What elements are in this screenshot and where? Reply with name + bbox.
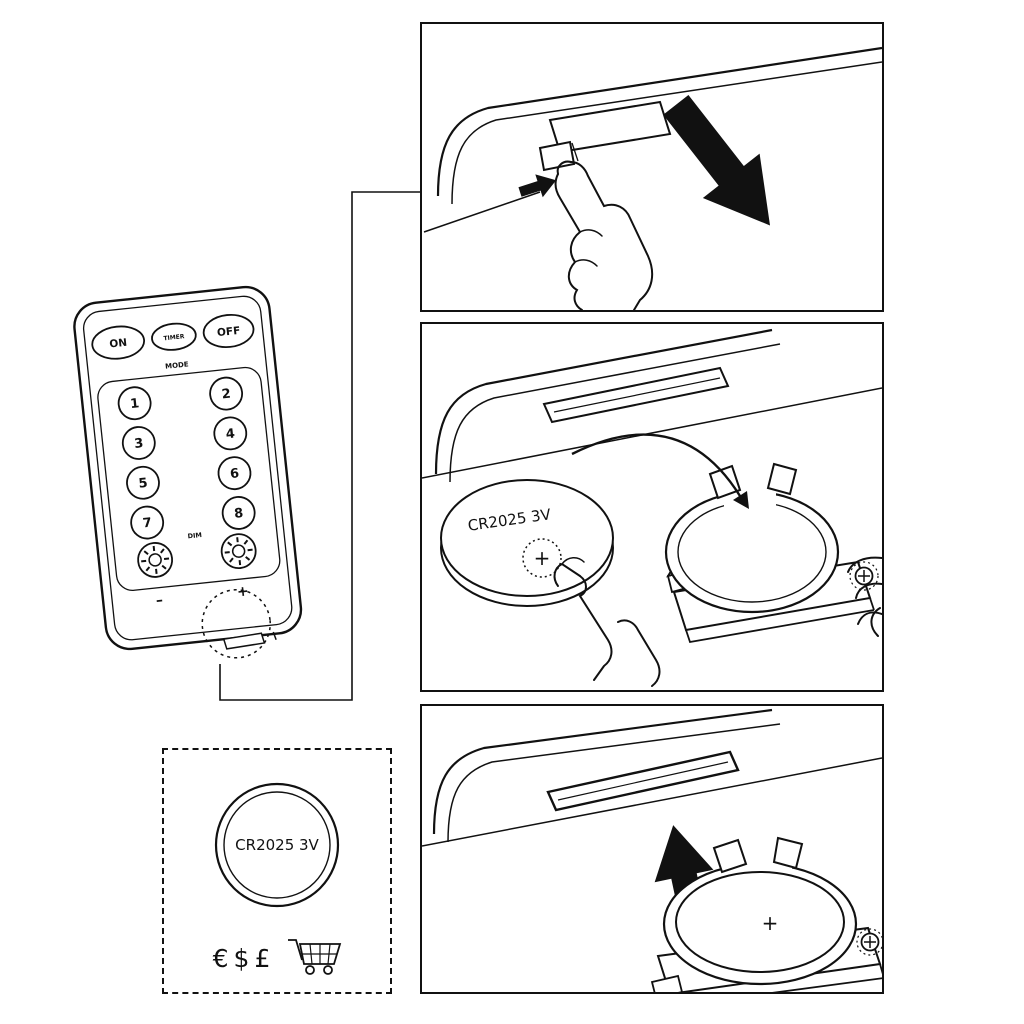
coin-battery-front: CR2025 3V	[214, 782, 340, 908]
tray-slot	[546, 750, 740, 812]
installed-battery	[675, 871, 845, 973]
remote-inner-outline	[82, 295, 293, 641]
on-button	[91, 325, 146, 360]
number-buttons: 1 2 3 4 5 6 7 8	[117, 376, 256, 540]
sun-icon	[141, 545, 170, 574]
currency-symbols: €$£	[213, 944, 276, 973]
connector-polyline	[219, 191, 420, 701]
polarity-plus-label: +	[762, 911, 779, 935]
off-button	[202, 313, 255, 349]
on-button-label: ON	[109, 337, 128, 351]
button-5-label: 5	[138, 476, 149, 492]
push-arrow-icon	[518, 174, 557, 198]
device-corner	[423, 46, 882, 233]
step-2-panel: CR2025 3V +	[420, 322, 884, 692]
button-2-label: 2	[221, 387, 232, 403]
dim-up-button	[220, 533, 257, 570]
pointing-hand-icon	[554, 160, 654, 310]
remote-illustration: ON TIMER OFF MODE 1 2 3 4 5 6	[73, 285, 303, 659]
step-1-panel	[420, 22, 884, 312]
finger-hand-icon	[553, 557, 661, 687]
coin-battery: CR2025 3V +	[440, 479, 614, 607]
screw-icon	[849, 561, 879, 591]
button-7-label: 7	[142, 516, 153, 532]
insert-arrow-icon	[571, 433, 749, 509]
step-3-panel: +	[420, 704, 884, 994]
button-4-label: 4	[225, 426, 236, 442]
dim-label: DIM	[187, 531, 202, 540]
battery-tray-out	[538, 100, 672, 172]
button-3-label: 3	[134, 436, 145, 452]
device-corner	[422, 328, 882, 483]
screw-icon	[856, 928, 882, 956]
button-6-label: 6	[229, 466, 240, 482]
battery-purchase-box: CR2025 3V €$£	[162, 748, 392, 994]
mode-label: MODE	[165, 360, 189, 370]
off-button-label: OFF	[216, 325, 240, 339]
shopping-cart-icon	[288, 939, 342, 975]
battery-holder-with-battery: +	[650, 836, 882, 992]
holding-hand-icon	[847, 556, 882, 637]
pull-out-arrow-icon	[663, 95, 771, 226]
button-area-outline	[97, 366, 281, 592]
button-1-label: 1	[129, 396, 140, 412]
plus-label: +	[236, 583, 249, 600]
button-8-label: 8	[233, 506, 244, 522]
polarity-callout	[522, 538, 562, 578]
polarity-plus-label: +	[534, 546, 551, 570]
tray-slot	[542, 366, 730, 424]
battery-holder	[664, 462, 879, 644]
timer-button-label: TIMER	[163, 333, 185, 342]
timer-button	[151, 322, 197, 351]
sun-icon	[224, 537, 253, 566]
minus-label: –	[155, 592, 164, 609]
dim-down-button	[137, 542, 174, 578]
battery-model-label: CR2025 3V	[235, 836, 319, 854]
tray-tick	[272, 631, 277, 640]
battery-location-callout	[201, 589, 271, 659]
device-corner	[422, 708, 882, 847]
